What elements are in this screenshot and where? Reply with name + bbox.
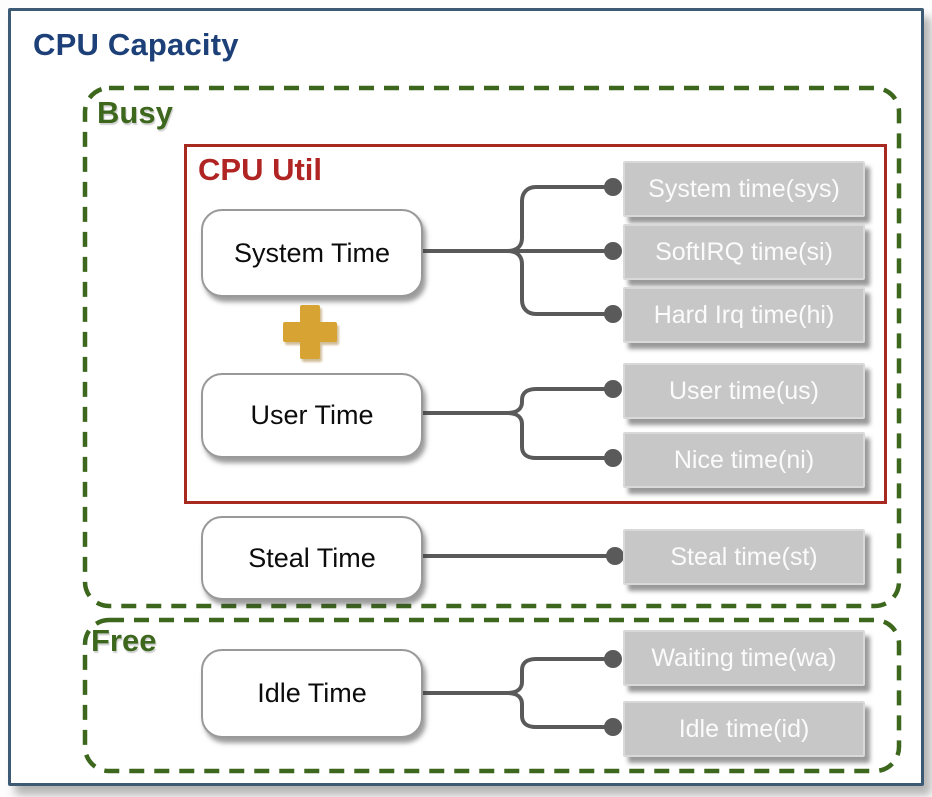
page-title: CPU Capacity [33, 27, 239, 62]
node-steal-time-st: Steal time(st) [623, 529, 865, 585]
node-softirq-time-si: SoftIRQ time(si) [623, 224, 865, 280]
plus-icon-vertical-bar [300, 305, 320, 359]
node-hard-irq-time-hi: Hard Irq time(hi) [623, 287, 865, 343]
idle-to-wa-connector [505, 657, 607, 695]
node-ni-label: Nice time(ni) [673, 445, 815, 474]
free-group-label: Free [91, 623, 157, 658]
node-user-time-us: User time(us) [623, 363, 865, 419]
node-nice-time-ni: Nice time(ni) [623, 432, 865, 488]
dot-wa [604, 650, 622, 668]
node-idle-time: Idle Time [201, 649, 423, 738]
node-system-time-sys: System time(sys) [623, 161, 865, 217]
node-system-time: System Time [201, 209, 423, 297]
cpu-capacity-card: CPU Capacity [8, 8, 924, 786]
node-wa-label: Waiting time(wa) [651, 643, 837, 672]
node-idle-time-id: Idle time(id) [623, 701, 865, 757]
dot-id [604, 718, 622, 736]
node-user-time-label: User Time [250, 400, 374, 430]
node-idle-time-label: Idle Time [257, 678, 367, 708]
node-st-label: Steal time(st) [670, 542, 818, 571]
node-steal-time: Steal Time [201, 516, 423, 600]
node-si-label: SoftIRQ time(si) [655, 237, 833, 266]
node-steal-time-label: Steal Time [248, 542, 376, 573]
busy-group-label: Busy [97, 95, 173, 130]
node-us-label: User time(us) [668, 376, 819, 405]
node-waiting-time-wa: Waiting time(wa) [623, 630, 865, 686]
dot-st [606, 547, 624, 565]
node-hi-label: Hard Irq time(hi) [653, 300, 835, 329]
node-system-time-label: System Time [233, 237, 391, 268]
cpu-util-group-label: CPU Util [198, 152, 322, 187]
idle-to-id-connector [505, 691, 607, 729]
node-user-time: User Time [201, 373, 423, 458]
node-id-label: Idle time(id) [678, 714, 810, 743]
plus-icon [283, 305, 337, 359]
node-sys-label: System time(sys) [648, 174, 840, 203]
cpu-util-group-border [184, 144, 887, 504]
